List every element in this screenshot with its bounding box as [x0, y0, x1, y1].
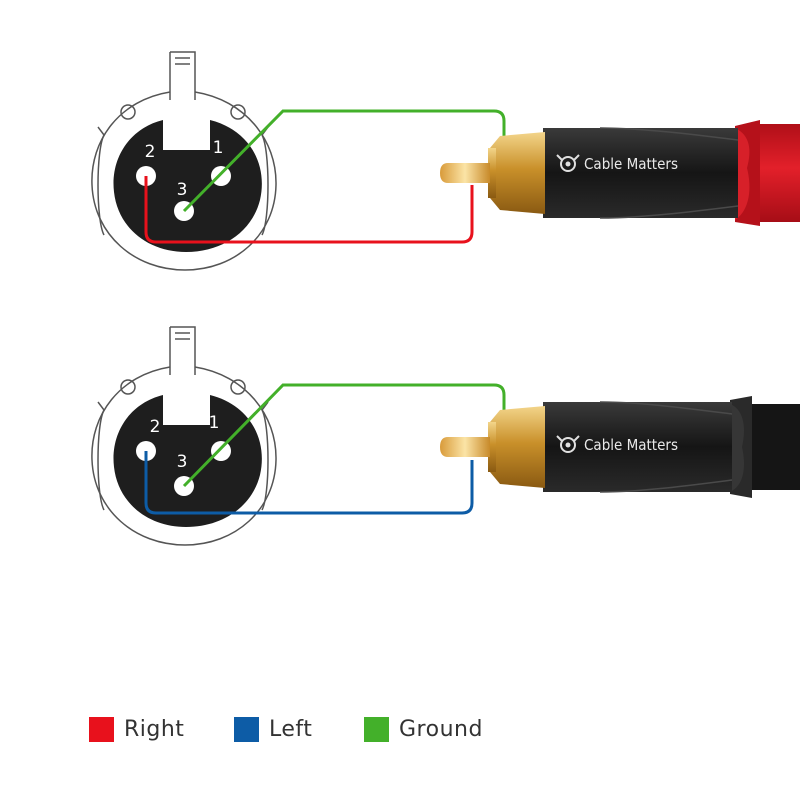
left-signal-wire [144, 451, 474, 515]
legend-label-ground: Ground [399, 717, 483, 742]
pin-label-2: 2 [145, 142, 156, 162]
legend-label-left: Left [269, 717, 313, 742]
pin-label-3: 3 [177, 452, 188, 472]
cable-matters-logo-icon [556, 154, 580, 172]
xlr-pin-1 [211, 166, 231, 186]
rca-brand-label: Cable Matters [584, 155, 678, 173]
cable-matters-logo-icon [556, 435, 580, 453]
xlr-pin-1 [211, 441, 231, 461]
legend-swatch-right [89, 717, 114, 742]
diagram-right: 2 1 3 Cable Matters [91, 51, 800, 271]
pin-label-3: 3 [177, 180, 188, 200]
legend-item-ground: Ground [364, 717, 483, 742]
pin-label-2: 2 [150, 417, 161, 437]
xlr-face [113, 395, 262, 527]
ground-wire [182, 109, 506, 213]
legend-swatch-left [234, 717, 259, 742]
xlr-connector [91, 326, 277, 546]
rca-plug-left: Cable Matters [440, 396, 800, 498]
pin-label-1: 1 [213, 138, 224, 158]
legend-item-right: Right [89, 717, 184, 742]
diagram-left: 2 1 3 Cable Matters [91, 326, 800, 546]
legend-swatch-ground [364, 717, 389, 742]
xlr-face [113, 120, 262, 252]
pin-label-1: 1 [209, 413, 220, 433]
rca-plug-right: Cable Matters [440, 120, 800, 226]
rca-brand-label: Cable Matters [584, 436, 678, 454]
right-signal-wire [144, 176, 474, 244]
ground-wire [182, 383, 506, 488]
legend-item-left: Left [234, 717, 312, 742]
xlr-connector [91, 51, 277, 271]
legend-label-right: Right [124, 717, 185, 742]
